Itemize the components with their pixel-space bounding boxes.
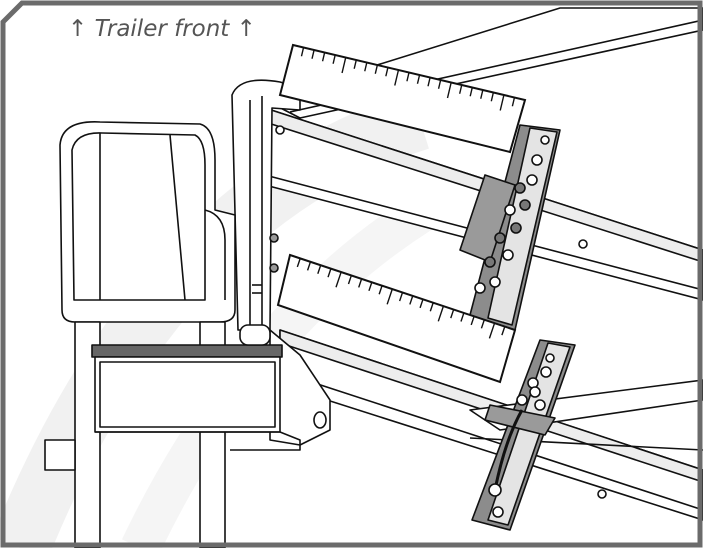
ruler-tick: [450, 309, 455, 319]
ruler-tick: [480, 319, 485, 329]
ruler-tick: [385, 67, 389, 77]
fender-housing: [59, 121, 236, 323]
ruler-tick: [416, 74, 421, 84]
ruler-tick: [358, 278, 363, 288]
ruler-tick: [332, 54, 336, 64]
ruler-tick: [458, 84, 463, 94]
upper-ruler: [278, 43, 527, 154]
upper-adjust-bracket: [459, 124, 561, 331]
ruler-tick: [327, 268, 332, 278]
vertical-post: [231, 79, 301, 331]
lower-adjust-bracket: [471, 339, 576, 531]
ruler-tick: [409, 295, 414, 305]
ruler-tick: [386, 288, 393, 305]
ruler-tick: [374, 64, 379, 74]
step-tread: [91, 324, 301, 451]
up-arrow-icon: ↑: [236, 16, 256, 42]
ruler-tick: [368, 282, 373, 292]
ruler-tick: [437, 305, 445, 322]
ruler-tick: [335, 271, 342, 288]
ruler-tick: [353, 59, 357, 69]
ruler-tick: [311, 49, 315, 59]
ruler-tick: [394, 69, 400, 86]
ruler-tick: [364, 62, 368, 72]
ruler-tick: [460, 312, 465, 322]
lower-ruler: [276, 253, 517, 384]
ruler-tick: [317, 265, 322, 275]
ruler-tick: [398, 292, 404, 302]
ruler-tick: [429, 302, 434, 312]
ruler-tick: [341, 57, 347, 74]
caption-label: Trailer front: [94, 16, 230, 42]
side-bracket: [269, 329, 331, 446]
ruler-tick: [419, 299, 424, 309]
up-arrow-icon: ↑: [68, 16, 88, 42]
ruler-tick: [296, 258, 301, 268]
ruler-tick: [347, 275, 353, 285]
ruler-tick: [300, 47, 305, 57]
ruler-tick: [437, 79, 442, 89]
ruler-tick: [469, 87, 473, 97]
ruler-tick: [490, 92, 495, 102]
ruler-tick: [499, 94, 505, 111]
ruler-tick: [480, 89, 484, 99]
ruler-tick: [321, 52, 326, 62]
ruler-tick: [446, 82, 452, 99]
trailer-front-caption: ↑ Trailer front ↑: [68, 16, 256, 42]
ruler-tick: [306, 261, 312, 271]
ruler-tick: [501, 326, 506, 336]
ruler-tick: [470, 316, 475, 326]
ruler-tick: [427, 77, 431, 87]
ruler-tick: [511, 97, 516, 107]
ruler-tick: [488, 322, 496, 339]
ruler-tick: [378, 285, 383, 295]
ruler-tick: [406, 72, 410, 82]
